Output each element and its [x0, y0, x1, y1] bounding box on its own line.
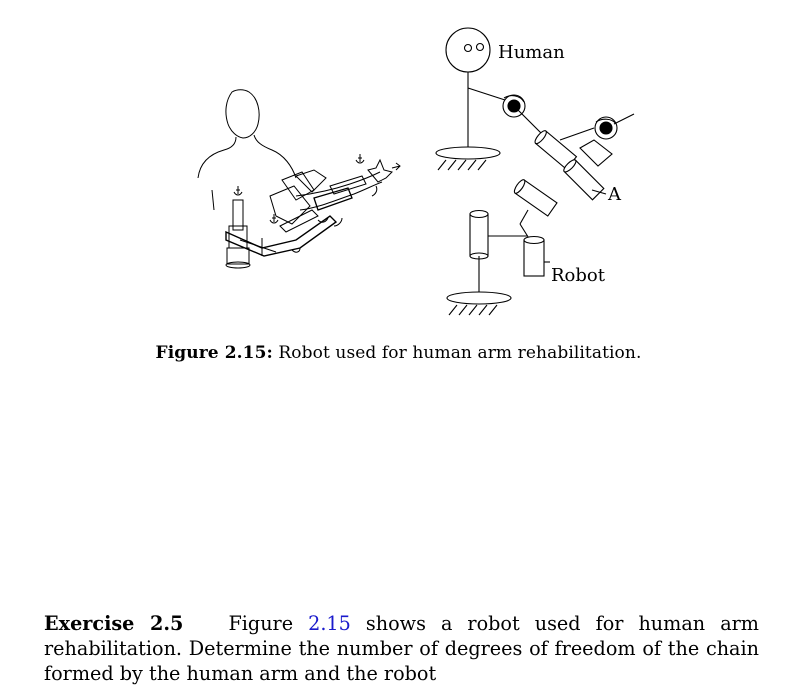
- kinematic-schematic: [435, 27, 635, 316]
- label-human: Human: [498, 42, 565, 63]
- exercise-label: Exercise 2.5: [44, 612, 184, 635]
- figure-reference-link[interactable]: 2.15: [308, 612, 351, 635]
- figure-caption: Figure 2.15: Robot used for human arm re…: [0, 343, 797, 363]
- label-robot: Robot: [551, 265, 606, 286]
- human-robot-sketch: [197, 89, 401, 269]
- figure-2-15: Human A Robot: [0, 0, 797, 330]
- exercise-paragraph: Exercise 2.5 Figure 2.15 shows a robot u…: [44, 611, 759, 686]
- exercise-text-start: Figure: [228, 612, 309, 635]
- label-a: A: [607, 184, 622, 205]
- exercise-text-rest: shows a robot used for human arm rehabil…: [44, 612, 759, 685]
- caption-text: Robot used for human arm rehabilitation.: [278, 343, 642, 363]
- caption-label: Figure 2.15:: [155, 343, 273, 363]
- figure-illustration: Human A Robot: [197, 27, 635, 316]
